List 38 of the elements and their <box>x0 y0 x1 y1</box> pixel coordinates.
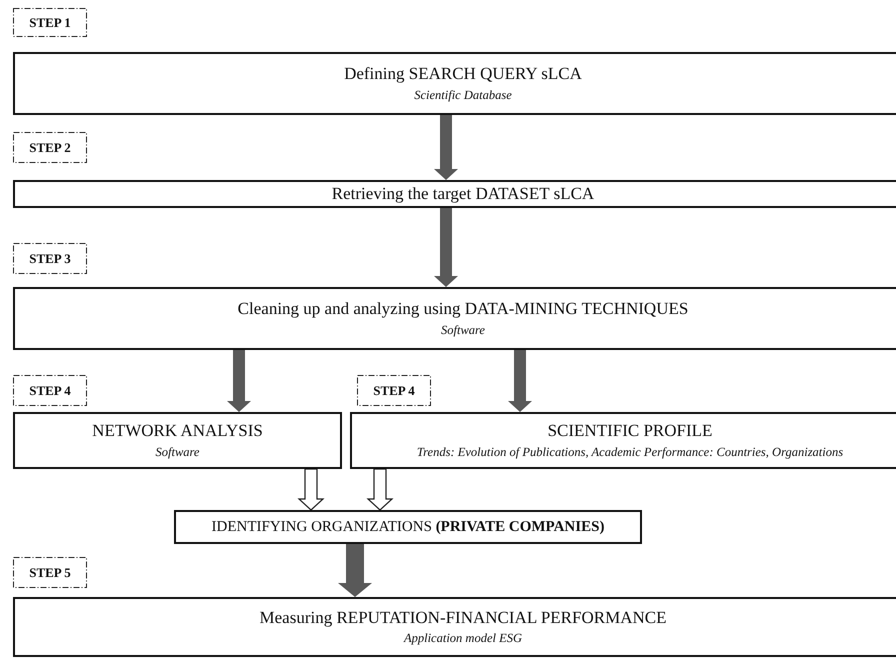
block-arrow <box>338 544 372 597</box>
box-title: Retrieving the target DATASET sLCA <box>332 184 594 204</box>
step-label: STEP 3 <box>29 250 71 266</box>
box-subtitle: Software <box>441 322 485 338</box>
process-box <box>13 597 896 657</box>
box-title: IDENTIFYING ORGANIZATIONS (PRIVATE COMPANIES) <box>212 518 604 536</box>
process-box <box>13 52 896 115</box>
process-box <box>13 287 896 350</box>
step-tag <box>13 8 87 37</box>
step-label: STEP 4 <box>29 382 71 398</box>
process-box <box>174 510 642 544</box>
box-title: SCIENTIFIC PROFILE <box>548 421 712 442</box>
process-box <box>13 180 896 208</box>
step-label: STEP 2 <box>29 140 71 156</box>
block-arrow <box>508 350 532 412</box>
box-title: NETWORK ANALYSIS <box>92 421 263 442</box>
block-arrow <box>434 208 458 287</box>
block-arrow <box>227 350 251 412</box>
box-title: Measuring REPUTATION-FINANCIAL PERFORMANCE <box>260 608 666 628</box>
step-tag <box>13 557 87 588</box>
box-title: Cleaning up and analyzing using DATA-MINING TECHNIQUES <box>238 299 688 320</box>
box-subtitle: Application model ESG <box>404 631 522 646</box>
step-label: STEP 4 <box>373 382 415 398</box>
process-box <box>13 412 342 469</box>
process-box <box>350 412 896 469</box>
box-subtitle: Trends: Evolution of Publications, Academic Performance: Countries, Organizations <box>416 444 844 460</box>
block-arrow <box>366 468 394 511</box>
step-tag <box>357 375 431 406</box>
block-arrow <box>297 468 325 511</box>
step-tag <box>13 243 87 274</box>
step-label: STEP 5 <box>29 564 71 580</box>
step-tag <box>13 375 87 406</box>
box-subtitle: Scientific Database <box>414 88 512 103</box>
step-tag <box>13 132 87 163</box>
step-label: STEP 1 <box>29 14 71 30</box>
box-title: Defining SEARCH QUERY sLCA <box>344 64 582 85</box>
block-arrow <box>434 115 458 180</box>
box-subtitle: Software <box>156 444 200 460</box>
